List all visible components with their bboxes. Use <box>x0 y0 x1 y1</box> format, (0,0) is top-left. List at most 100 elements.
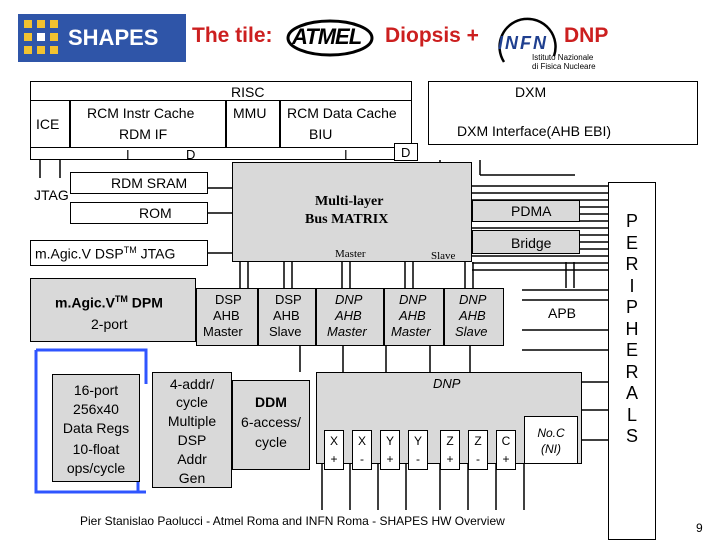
dnp-m2-c: Master <box>391 324 431 339</box>
noc-line1: No.C <box>537 426 565 440</box>
diopsis-label: Diopsis + <box>385 24 479 47</box>
bus-slave-label: Slave <box>431 250 456 262</box>
port-axis: C <box>501 434 511 448</box>
noc-box: No.C (NI) <box>524 416 578 464</box>
port-axis: Y <box>385 434 394 448</box>
port-y-minus: Y - <box>408 430 428 470</box>
magic-dpm-box: m.Agic.VTM DPM 2-port <box>30 278 196 342</box>
rdm-sram-label: RDM SRAM <box>111 175 188 191</box>
data-regs-box: 16-port 256x40 Data Regs 10-float ops/cy… <box>52 374 140 482</box>
regs-line1: 16-port <box>73 382 119 398</box>
dsp-m-2: AHB <box>213 308 240 323</box>
bus-matrix-line1: Multi-layer <box>315 194 384 209</box>
peripherals-letter: A <box>625 383 638 403</box>
peripherals-letter: P <box>625 297 638 317</box>
dnp-block-title: DNP <box>433 376 461 391</box>
dnp-s1-c: Slave <box>455 324 488 339</box>
risc-d2: D <box>401 145 411 160</box>
dxm-title: DXM <box>515 84 547 100</box>
port-sign: + <box>446 452 454 466</box>
rdm-sram-box: RDM SRAM <box>70 172 208 194</box>
peripherals-letter: L <box>626 404 637 425</box>
apb-label: APB <box>548 305 577 321</box>
port-x-plus: X + <box>324 430 344 470</box>
risc-d1: D <box>186 147 196 162</box>
risc-i2: I <box>344 147 348 162</box>
port-sign: - <box>360 452 364 466</box>
infn-sub-2: di Fisica Nucleare <box>532 62 596 71</box>
pdma-label: PDMA <box>511 203 552 219</box>
infn-sub-1: Istituto Nazionale <box>532 53 594 62</box>
port-axis: X <box>357 434 366 448</box>
bridge-box: Bridge <box>472 230 580 254</box>
atmel-logo: ATMEL <box>286 14 378 58</box>
port-z-plus: Z + <box>440 430 460 470</box>
addr-line5: Addr <box>177 451 207 467</box>
dnp-m1-c: Master <box>327 324 367 339</box>
port-axis: Z <box>446 434 454 448</box>
rom-label: ROM <box>139 205 172 221</box>
port-sign: + <box>330 452 338 466</box>
atmel-logo-text: ATMEL <box>292 24 362 49</box>
magic-jtag-box: m.Agic.V DSPTM JTAG <box>30 240 208 266</box>
regs-line5: ops/cycle <box>66 460 126 476</box>
noc-line2: (NI) <box>541 442 561 456</box>
dxm-interface-label: DXM Interface(AHB EBI) <box>457 123 612 139</box>
risc-title: RISC <box>231 84 265 100</box>
rom-box: ROM <box>70 202 208 224</box>
footer-credit: Pier Stanislao Paolucci - Atmel Roma and… <box>80 514 505 528</box>
peripherals-letters: P E R I P H E R A L S <box>609 211 655 448</box>
port-axis: Y <box>413 434 422 448</box>
dsp-s-3: Slave <box>269 324 302 339</box>
dsp-ahb-slave-box: DSP AHB Slave <box>258 288 316 346</box>
ddm-box: DDM 6-access/ cycle <box>232 380 310 470</box>
dnp-s1-b: AHB <box>459 308 486 323</box>
port-x-minus: X - <box>352 430 372 470</box>
infn-logo: INFN Istituto Nazionale di Fisica Nuclea… <box>494 12 596 74</box>
peripherals-letter: S <box>625 426 638 446</box>
ddm-line2: 6-access/ <box>241 414 301 430</box>
ice-label: ICE <box>36 116 60 132</box>
ice-box: ICE <box>30 100 70 148</box>
peripherals-letter: I <box>629 275 635 296</box>
port-y-plus: Y + <box>380 430 400 470</box>
peripherals-letter: H <box>625 318 639 339</box>
ddm-line3: cycle <box>255 434 287 450</box>
dxm-block: DXM DXM Interface(AHB EBI) <box>428 81 698 145</box>
dsp-s-1: DSP <box>275 292 302 307</box>
mmu-label: MMU <box>233 105 267 121</box>
peripherals-block: P E R I P H E R A L S <box>608 182 656 540</box>
dnp-ahb-slave: DNP AHB Slave <box>444 288 504 346</box>
peripherals-letter: E <box>625 232 638 253</box>
port-c-plus: C + <box>496 430 516 470</box>
rcm-instr-label: RCM Instr Cache <box>87 105 195 121</box>
dsp-m-3: Master <box>203 324 243 339</box>
addr-line2: cycle <box>176 394 208 410</box>
port-z-minus: Z - <box>468 430 488 470</box>
bridge-label: Bridge <box>511 235 552 251</box>
tile-label: The tile: <box>192 24 273 47</box>
addr-line3: Multiple <box>167 413 217 429</box>
infn-logo-arc-icon <box>498 17 557 63</box>
peripherals-letter: R <box>625 361 639 382</box>
dnp-m1-b: AHB <box>335 308 362 323</box>
infn-logo-text: INFN <box>498 33 548 53</box>
magic-dpm-label: m.Agic.VTM DPM <box>55 294 163 311</box>
bus-master-label: Master <box>335 248 366 260</box>
regs-line2: 256x40 <box>73 401 119 417</box>
regs-line4: 10-float <box>72 441 120 457</box>
magic-dpm-port: 2-port <box>91 316 128 332</box>
rcm-data-label: RCM Data Cache <box>287 105 397 121</box>
peripherals-letter: P <box>625 211 638 231</box>
page-number: 9 <box>696 521 703 535</box>
dsp-s-2: AHB <box>273 308 300 323</box>
rcm-instr-cache: RCM Instr Cache RDM IF <box>70 100 226 148</box>
port-sign: - <box>416 452 420 466</box>
addr-line1: 4-addr/ <box>169 376 215 392</box>
rcm-data-cache: RCM Data Cache BIU <box>280 100 412 148</box>
mmu-box: MMU <box>226 100 280 148</box>
dnp-m2-b: AHB <box>399 308 426 323</box>
shapes-logo-text: SHAPES <box>68 25 159 50</box>
jtag-label: JTAG <box>34 187 69 203</box>
d2-box: D <box>394 143 418 161</box>
